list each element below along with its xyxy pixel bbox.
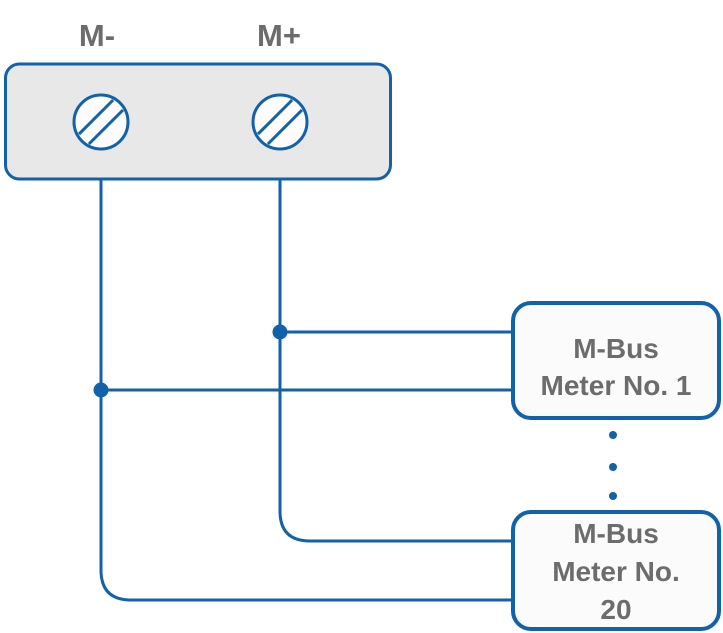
meter-box-1: M-Bus Meter No. 1 [511,301,721,420]
screw-terminal-icon [72,93,130,151]
screw-terminal-circle [251,93,309,151]
screw-hatch-line [256,98,294,136]
ellipsis-dots [609,431,617,500]
meter-1-label-line1: M-Bus [573,333,659,364]
meter-20-label-line2: Meter No. [552,556,680,587]
meter-1-label-line2: Meter No. 1 [541,370,692,401]
terminal-label-m-plus: M+ [257,18,301,53]
meter-box-20: M-Bus Meter No. 20 [511,510,721,631]
meter-box-1-outline [511,301,721,420]
ellipsis-dot [609,492,617,500]
wire-m-plus [278,149,513,543]
ellipsis-dot [609,463,617,471]
screw-hatch-line [266,108,304,146]
ellipsis-dot [609,431,617,439]
terminal-label-m-minus: M- [79,18,115,53]
meter-20-label-line3: 20 [600,594,631,625]
junction-dot-m-minus [93,382,109,398]
meter-20-label-line1: M-Bus [573,518,659,549]
screw-hatch-line [87,108,125,146]
screw-terminal-icon [251,93,309,151]
junction-dot-m-plus [272,324,288,340]
wire-m-minus [99,149,513,602]
screw-hatch-line [77,98,115,136]
screw-terminal-circle [72,93,130,151]
terminal-block [4,62,392,181]
meter-box-20-outline [511,510,721,631]
